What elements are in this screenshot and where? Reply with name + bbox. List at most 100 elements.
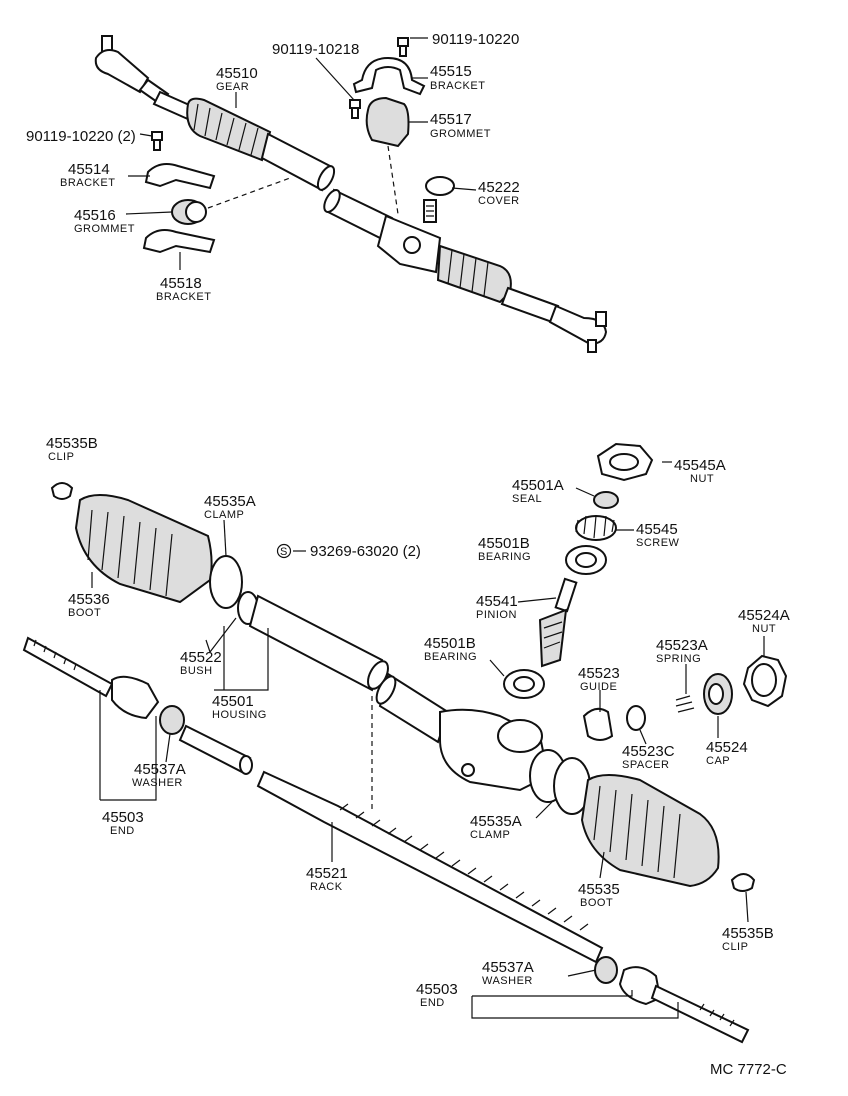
clamp-45535A-top bbox=[209, 555, 243, 609]
tie-rod-end-45503-left bbox=[22, 636, 160, 720]
label-45501B-mid: 45501B BEARING bbox=[424, 635, 477, 663]
svg-text:CLIP: CLIP bbox=[722, 941, 748, 953]
washer-45537A-bottom bbox=[594, 956, 618, 984]
bracket-45514 bbox=[144, 163, 216, 190]
svg-text:SCREW: SCREW bbox=[636, 537, 680, 549]
svg-text:45545: 45545 bbox=[636, 521, 678, 538]
svg-text:GROMMET: GROMMET bbox=[74, 223, 135, 235]
svg-text:45518: 45518 bbox=[160, 275, 202, 292]
guide-45523 bbox=[582, 707, 614, 741]
svg-text:NUT: NUT bbox=[690, 473, 714, 485]
svg-text:WASHER: WASHER bbox=[132, 777, 183, 789]
tie-rod-end-right-top bbox=[548, 304, 608, 353]
svg-text:45523A: 45523A bbox=[656, 637, 708, 654]
boot-45536 bbox=[74, 494, 213, 604]
label-45501: 45501 HOUSING bbox=[212, 693, 267, 721]
bolt-90119-10220-top bbox=[397, 37, 409, 57]
label-45545: 45545 SCREW bbox=[636, 521, 680, 549]
grommet-45516 bbox=[171, 199, 207, 225]
label-45517: 45517 GROMMET bbox=[430, 111, 491, 140]
svg-text:CLAMP: CLAMP bbox=[470, 829, 510, 841]
svg-text:45522: 45522 bbox=[180, 649, 222, 666]
label-45522: 45522 BUSH bbox=[180, 649, 222, 677]
svg-text:NUT: NUT bbox=[752, 623, 776, 635]
tie-rod-end-left-top bbox=[94, 35, 170, 106]
bolt-90119-10218 bbox=[349, 99, 361, 119]
svg-text:WASHER: WASHER bbox=[482, 975, 533, 987]
label-45516: 45516 GROMMET bbox=[74, 207, 135, 235]
svg-text:RACK: RACK bbox=[310, 881, 343, 893]
gear-boot-right bbox=[436, 244, 512, 304]
bolt-90119-10220-left bbox=[151, 131, 163, 151]
svg-text:90119-10220 (2): 90119-10220 (2) bbox=[26, 128, 136, 145]
label-45535A-top: 45535A CLAMP bbox=[204, 493, 256, 521]
svg-text:BEARING: BEARING bbox=[478, 551, 531, 563]
label-45515: 45515 BRACKET bbox=[430, 63, 485, 92]
screw-45545 bbox=[575, 515, 617, 541]
svg-text:SPRING: SPRING bbox=[656, 653, 701, 665]
svg-text:BRACKET: BRACKET bbox=[430, 80, 485, 92]
washer-45537A-left bbox=[159, 705, 185, 735]
bracket-45518 bbox=[142, 229, 216, 254]
svg-text:45503: 45503 bbox=[416, 981, 458, 998]
svg-text:HOUSING: HOUSING bbox=[212, 709, 267, 721]
label-45501A: 45501A SEAL bbox=[512, 477, 564, 505]
label-93269-63020: S 93269-63020 (2) bbox=[276, 543, 421, 560]
svg-text:45541: 45541 bbox=[476, 593, 518, 610]
svg-text:CAP: CAP bbox=[706, 755, 730, 767]
svg-text:45545A: 45545A bbox=[674, 457, 726, 474]
label-45535B-bottom: 45535B CLIP bbox=[722, 925, 774, 953]
label-45523A: 45523A SPRING bbox=[656, 637, 708, 665]
label-45503-left: 45503 END bbox=[102, 809, 144, 837]
svg-text:BOOT: BOOT bbox=[68, 607, 101, 619]
grommet-45517 bbox=[365, 96, 410, 148]
svg-text:S: S bbox=[280, 546, 288, 558]
rack-45521 bbox=[178, 724, 604, 964]
svg-text:CLAMP: CLAMP bbox=[204, 509, 244, 521]
label-45222: 45222 COVER bbox=[478, 179, 520, 207]
label-45510: 45510 GEAR bbox=[216, 65, 258, 93]
callout-labels: 90119-10220 90119-10218 45515 BRACKET 45… bbox=[26, 31, 790, 1078]
label-45514: 45514 BRACKET bbox=[60, 161, 115, 189]
top-assembly bbox=[94, 35, 608, 353]
figure-code: MC 7772-C bbox=[710, 1061, 787, 1078]
svg-text:45501A: 45501A bbox=[512, 477, 564, 494]
svg-text:45517: 45517 bbox=[430, 111, 472, 128]
svg-text:SPACER: SPACER bbox=[622, 759, 669, 771]
svg-text:45537A: 45537A bbox=[134, 761, 186, 778]
tie-rod-threads-right bbox=[500, 286, 560, 324]
label-45503-bottom: 45503 END bbox=[416, 981, 458, 1009]
label-45541: 45541 PINION bbox=[476, 593, 518, 621]
svg-text:45501: 45501 bbox=[212, 693, 254, 710]
svg-text:PINION: PINION bbox=[476, 609, 517, 621]
bottom-assembly bbox=[22, 442, 788, 1044]
svg-text:COVER: COVER bbox=[478, 195, 520, 207]
svg-text:45535A: 45535A bbox=[470, 813, 522, 830]
pinion-45541 bbox=[538, 577, 578, 668]
svg-text:45222: 45222 bbox=[478, 179, 520, 196]
label-90119-10220-top: 90119-10220 bbox=[432, 31, 519, 48]
label-45537A-bottom: 45537A WASHER bbox=[482, 959, 534, 987]
svg-text:45516: 45516 bbox=[74, 207, 116, 224]
svg-text:CLIP: CLIP bbox=[48, 451, 74, 463]
svg-text:90119-10220: 90119-10220 bbox=[432, 31, 519, 48]
svg-text:45503: 45503 bbox=[102, 809, 144, 826]
cap-45524 bbox=[703, 673, 733, 715]
svg-text:GROMMET: GROMMET bbox=[430, 128, 491, 140]
svg-text:BEARING: BEARING bbox=[424, 651, 477, 663]
clip-45535B-bottom bbox=[730, 873, 756, 892]
svg-text:45521: 45521 bbox=[306, 865, 348, 882]
tie-rod-end-45503-bottom bbox=[618, 966, 750, 1044]
svg-text:45535B: 45535B bbox=[46, 435, 98, 452]
svg-text:45523C: 45523C bbox=[622, 743, 675, 760]
label-90119-10220-2: 90119-10220 (2) bbox=[26, 128, 136, 145]
gear-housing-center bbox=[376, 199, 442, 274]
svg-text:END: END bbox=[110, 825, 135, 837]
svg-text:90119-10218: 90119-10218 bbox=[272, 41, 359, 58]
svg-text:END: END bbox=[420, 997, 445, 1009]
svg-text:BRACKET: BRACKET bbox=[60, 177, 115, 189]
spring-45523A bbox=[675, 695, 695, 713]
label-45501B-top: 45501B BEARING bbox=[478, 535, 531, 563]
label-45545A: 45545A NUT bbox=[674, 457, 726, 485]
clip-45535B-top bbox=[50, 482, 74, 500]
